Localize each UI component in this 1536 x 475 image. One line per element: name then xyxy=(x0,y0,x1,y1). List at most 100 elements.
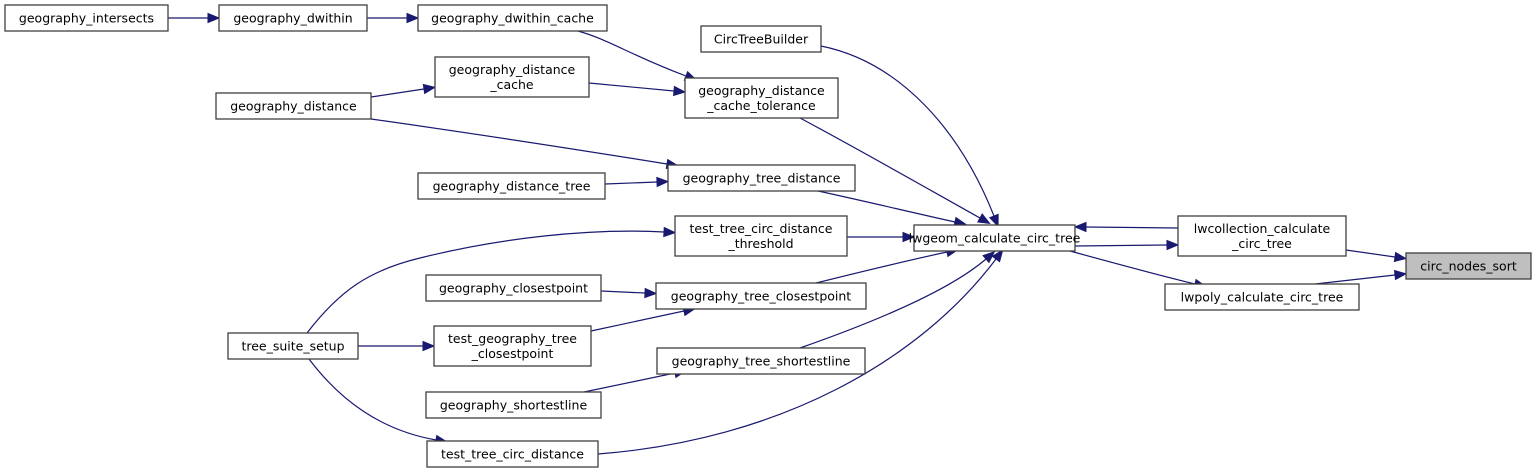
node-geography_distance_tree[interactable]: geography_distance_tree xyxy=(417,172,606,200)
edge-line xyxy=(817,190,956,223)
edge-line xyxy=(604,181,658,185)
node-label: _cache xyxy=(489,77,534,92)
node-label: tree_suite_setup xyxy=(241,339,344,354)
arrowhead-icon xyxy=(1393,269,1408,281)
edge-line xyxy=(588,82,675,92)
node-box[interactable] xyxy=(4,4,169,32)
node-geography_distance[interactable]: geography_distance xyxy=(215,92,372,120)
node-test_tree_circ_distance_threshold[interactable]: test_tree_circ_distance_threshold xyxy=(674,215,848,257)
node-box[interactable] xyxy=(667,164,856,192)
edge-line xyxy=(1074,244,1168,247)
node-CircTreeBuilder[interactable]: CircTreeBuilder xyxy=(700,25,822,53)
node-test_geography_tree_closestpoint[interactable]: test_geography_tree_closestpoint xyxy=(433,325,592,367)
edge-line xyxy=(583,372,676,393)
edge-line xyxy=(306,230,665,334)
node-label: geography_tree_shortestline xyxy=(672,354,851,369)
edge-geography_distance_cache_tolerance-to-lwgeom_calculate_circ_tree xyxy=(799,117,991,225)
node-label: geography_tree_distance xyxy=(683,171,841,186)
node-geography_tree_distance[interactable]: geography_tree_distance xyxy=(667,164,856,192)
node-geography_dwithin[interactable]: geography_dwithin xyxy=(218,4,368,32)
edge-tree_suite_setup-to-test_geography_tree_closestpoint xyxy=(358,340,436,352)
node-label: geography_distance xyxy=(449,62,576,77)
arrowhead-icon xyxy=(977,213,991,225)
node-box[interactable] xyxy=(684,77,839,119)
node-box[interactable] xyxy=(218,4,368,32)
node-geography_dwithin_cache[interactable]: geography_dwithin_cache xyxy=(417,4,608,32)
node-tree_suite_setup[interactable]: tree_suite_setup xyxy=(227,332,359,360)
node-geography_closestpoint[interactable]: geography_closestpoint xyxy=(425,274,602,302)
node-box[interactable] xyxy=(425,274,602,302)
node-test_tree_circ_distance[interactable]: test_tree_circ_distance xyxy=(426,440,599,468)
node-label: _threshold xyxy=(727,236,793,251)
arrowhead-icon xyxy=(406,12,420,24)
arrowhead-icon xyxy=(673,85,687,97)
node-box[interactable] xyxy=(433,325,592,367)
edge-line xyxy=(370,88,425,98)
node-label: test_tree_circ_distance xyxy=(441,447,584,462)
node-label: _closestpoint xyxy=(471,346,554,361)
node-box[interactable] xyxy=(417,172,606,200)
node-lwcollection_calculate_circ_tree[interactable]: lwcollection_calculate_circ_tree xyxy=(1177,215,1347,257)
edge-lwpoly_calculate_circ_tree-to-circ_nodes_sort xyxy=(1314,269,1408,285)
edge-CircTreeBuilder-to-lwgeom_calculate_circ_tree xyxy=(820,45,999,228)
node-geography_tree_closestpoint[interactable]: geography_tree_closestpoint xyxy=(655,282,867,310)
node-label: geography_shortestline xyxy=(440,398,588,413)
arrowhead-icon xyxy=(902,231,916,243)
edge-tree_suite_setup-to-test_tree_circ_distance_threshold xyxy=(306,226,677,334)
node-box[interactable] xyxy=(700,25,822,53)
node-label: CircTreeBuilder xyxy=(714,32,809,47)
node-geography_intersects[interactable]: geography_intersects xyxy=(4,4,169,32)
node-label: geography_distance xyxy=(698,83,825,98)
node-geography_distance_cache[interactable]: geography_distance_cache xyxy=(434,56,590,98)
edge-line xyxy=(590,310,685,332)
edge-lwcollection_calculate_circ_tree-to-circ_nodes_sort xyxy=(1345,249,1408,263)
node-lwgeom_calculate_circ_tree[interactable]: lwgeom_calculate_circ_tree xyxy=(909,224,1081,252)
node-box[interactable] xyxy=(1177,215,1347,257)
node-box[interactable] xyxy=(1164,283,1360,311)
arrowhead-icon xyxy=(663,226,677,238)
edge-geography_distance-to-geography_tree_distance xyxy=(370,118,680,170)
arrowhead-icon xyxy=(422,83,437,95)
node-lwpoly_calculate_circ_tree[interactable]: lwpoly_calculate_circ_tree xyxy=(1164,283,1360,311)
node-box[interactable] xyxy=(426,440,599,468)
node-geography_tree_shortestline[interactable]: geography_tree_shortestline xyxy=(656,347,866,375)
edge-line xyxy=(799,117,981,219)
node-box[interactable] xyxy=(425,391,602,419)
edge-test_geography_tree_closestpoint-to-geography_tree_closestpoint xyxy=(590,305,697,332)
edge-line xyxy=(815,251,948,284)
node-box[interactable] xyxy=(417,4,608,32)
node-box[interactable] xyxy=(434,56,590,98)
node-box[interactable] xyxy=(674,215,848,257)
node-box[interactable] xyxy=(227,332,359,360)
edge-line xyxy=(308,358,437,441)
arrowhead-icon xyxy=(1393,251,1408,263)
arrowhead-icon xyxy=(422,340,436,352)
node-label: geography_intersects xyxy=(19,11,154,26)
node-label: geography_tree_closestpoint xyxy=(671,289,851,304)
node-label: _cache_tolerance xyxy=(706,98,816,113)
edge-line xyxy=(820,45,995,217)
node-label: geography_dwithin xyxy=(233,11,352,26)
edge-line xyxy=(597,258,997,455)
node-box[interactable] xyxy=(656,347,866,375)
node-box[interactable] xyxy=(215,92,372,120)
node-box[interactable] xyxy=(913,224,1076,252)
arrowhead-icon xyxy=(982,250,996,264)
edge-test_tree_circ_distance_threshold-to-lwgeom_calculate_circ_tree xyxy=(847,231,916,243)
edge-geography_dwithin-to-geography_dwithin_cache xyxy=(367,12,420,24)
edge-geography_distance_tree-to-geography_tree_distance xyxy=(604,176,670,188)
node-box[interactable] xyxy=(1405,252,1532,280)
node-circ_nodes_sort[interactable]: circ_nodes_sort xyxy=(1405,252,1532,280)
edge-line xyxy=(600,290,646,294)
node-label: lwcollection_calculate xyxy=(1194,221,1331,236)
node-label: geography_dwithin_cache xyxy=(431,11,594,26)
edges-layer xyxy=(168,12,1408,455)
edge-line xyxy=(577,30,687,77)
node-label: _circ_tree xyxy=(1231,236,1292,251)
node-box[interactable] xyxy=(655,282,867,310)
node-geography_distance_cache_tolerance[interactable]: geography_distance_cache_tolerance xyxy=(684,77,839,119)
edge-geography_closestpoint-to-geography_tree_closestpoint xyxy=(600,287,658,299)
node-geography_shortestline[interactable]: geography_shortestline xyxy=(425,391,602,419)
arrowhead-icon xyxy=(991,249,1004,263)
